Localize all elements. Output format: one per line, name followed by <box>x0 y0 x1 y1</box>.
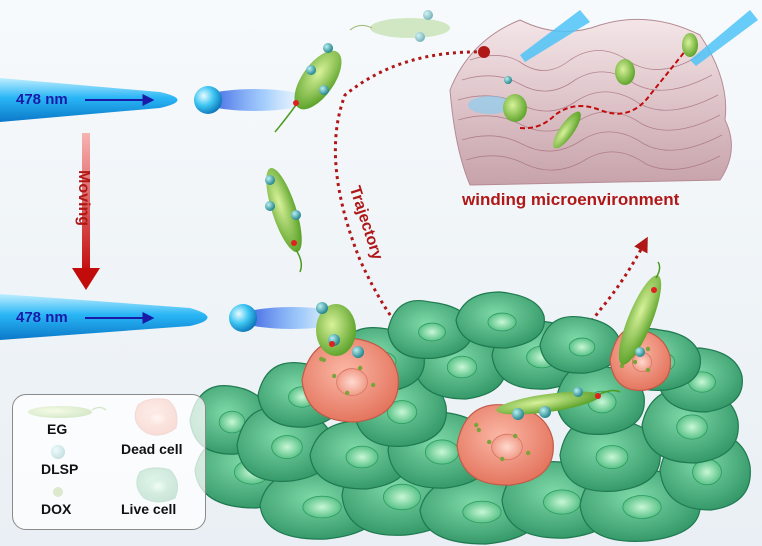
eg-on-cells-center <box>496 387 621 420</box>
legend-dlsp-label: DLSP <box>41 461 79 477</box>
dox-particle <box>371 382 376 388</box>
laser-bottom-wavelength: 478 nm <box>16 309 68 326</box>
dox-particle <box>358 365 363 371</box>
winding-microenvironment <box>449 10 758 186</box>
dox-particle <box>321 357 326 363</box>
live-cell <box>539 315 621 374</box>
dox-particle <box>645 367 651 373</box>
live-cell <box>455 291 545 349</box>
live-cell <box>387 300 473 360</box>
dead-cell <box>301 337 399 423</box>
dox-particle <box>487 439 492 445</box>
legend-eg-label: EG <box>47 421 68 437</box>
dox-particle <box>332 373 337 379</box>
eg-on-cells-right <box>618 261 662 365</box>
laser-beam-top <box>200 89 310 111</box>
dox-particle <box>632 359 638 365</box>
dox-particle <box>500 456 505 462</box>
trajectory-start-dot <box>478 46 490 58</box>
legend-dox-label: DOX <box>41 501 72 517</box>
dox-particle <box>345 390 350 396</box>
dead-cell <box>456 404 554 486</box>
microsphere-top <box>194 86 222 114</box>
laser-top-wavelength: 478 nm <box>16 91 68 108</box>
dox-particle <box>645 346 651 352</box>
dox-particle <box>526 450 531 456</box>
eg-swimmer-top <box>274 43 342 133</box>
microenvironment-label: winding microenvironment <box>462 190 680 209</box>
eg-swimmer-faded <box>349 10 450 42</box>
microsphere-bottom <box>229 304 257 332</box>
dox-particle <box>619 363 625 369</box>
moving-arrow <box>72 133 100 290</box>
cell-layer <box>189 291 751 545</box>
eg-swimmer-middle <box>265 167 303 273</box>
dox-particle <box>474 422 479 428</box>
dead-cell <box>609 328 672 392</box>
laser-fiber-top <box>0 78 310 122</box>
eg-attached-bottom <box>316 302 364 358</box>
legend-dead-cell-label: Dead cell <box>121 441 183 457</box>
moving-label: Moving <box>75 170 92 226</box>
legend-live-cell-label: Live cell <box>121 501 177 517</box>
dox-particle <box>476 427 481 433</box>
legend-box: EG DLSP DOX Dead cell Live cell <box>12 394 206 530</box>
dox-particle <box>513 433 518 439</box>
